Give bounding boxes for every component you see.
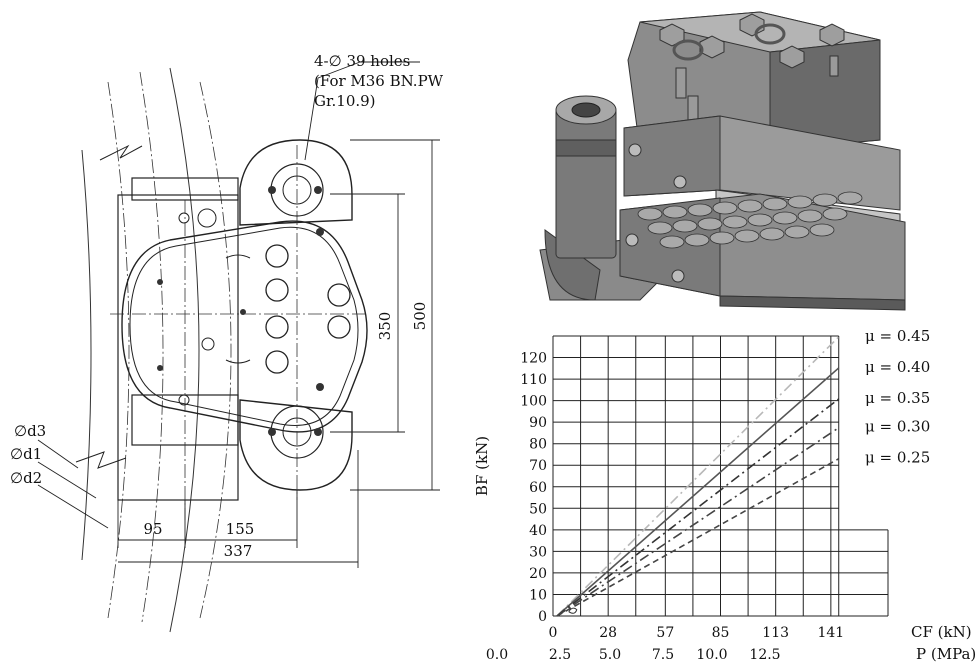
x-tick-label: 0: [549, 625, 558, 641]
dim-350-label: 350: [376, 312, 394, 341]
hole-note-leader-2: [304, 77, 319, 161]
frame-bolt-4: [201, 337, 215, 351]
series-line: [556, 336, 840, 617]
body-pin-4: [316, 228, 324, 236]
diameter-d1-label: ∅d1: [10, 445, 42, 463]
x-tick-label: 113: [762, 625, 789, 641]
y-tick-label: 100: [520, 394, 547, 410]
x2-axis-label: P (MPa): [916, 645, 976, 663]
frame-bolt-1: [197, 208, 217, 228]
hole-note-text-1: 4-∅ 39 holes: [314, 52, 410, 70]
break-symbol-bottom: [75, 451, 127, 469]
series-label: μ = 0.45: [865, 327, 930, 345]
series-label: μ = 0.30: [865, 418, 930, 436]
disc-arc-4: [199, 81, 232, 619]
y-tick-label: 0: [538, 609, 547, 625]
top-lobe: [239, 139, 353, 226]
diameter-d3-label: ∅d3: [14, 422, 46, 440]
series-label: μ = 0.40: [865, 358, 930, 376]
y-tick-label: 60: [529, 480, 547, 496]
x2-tick-label: 2.5: [549, 647, 571, 663]
series-line: [556, 367, 840, 617]
x2-tick-label: 5.0: [599, 647, 621, 663]
dim-337-label: 337: [224, 542, 253, 560]
hole-note-leader: [317, 61, 361, 79]
caliper-3d-render: [539, 11, 906, 311]
chart-series-labels: μ = 0.45 μ = 0.40 μ = 0.35 μ = 0.30 μ = 0.25: [865, 327, 930, 467]
disc-arc-2: [139, 71, 164, 623]
dim-95-label: 95: [143, 520, 162, 538]
mounting-frame: [117, 194, 239, 501]
bottom-pin-left: [268, 428, 276, 436]
series-label: μ = 0.35: [865, 389, 930, 407]
y-tick-label: 20: [529, 566, 547, 582]
dim-155-label: 155: [226, 520, 255, 538]
break-symbol-top: [99, 144, 143, 161]
caliper-body-inner: [129, 226, 359, 426]
dim-500-label: 500: [411, 302, 429, 331]
series-label: μ = 0.25: [865, 449, 930, 467]
x-tick-label: 141: [817, 625, 844, 641]
x-axis-label: CF (kN): [911, 623, 972, 641]
chart-series: [556, 336, 840, 617]
x-tick-label: 57: [656, 625, 674, 641]
disc-arc-3: [169, 67, 200, 633]
top-pin-left: [268, 186, 276, 194]
y-tick-label: 30: [529, 544, 547, 560]
pistons: [265, 244, 351, 374]
y-tick-label: 40: [529, 523, 547, 539]
y-tick-label: 70: [529, 458, 547, 474]
chart-grid: [552, 335, 889, 617]
series-line: [556, 458, 840, 617]
bottom-lobe: [239, 399, 353, 491]
body-pin-1: [157, 279, 163, 285]
x2-tick-label: 12.5: [749, 647, 780, 663]
y-tick-label: 50: [529, 501, 547, 517]
hole-note-text-2: (For M36 BN.PW: [314, 72, 444, 90]
x2-tick-label: 0.0: [486, 647, 508, 663]
x-tick-label: 28: [599, 625, 617, 641]
handle-marks: [225, 254, 251, 364]
origin-marker: [568, 607, 578, 614]
y-tick-label: 110: [520, 372, 547, 388]
y-tick-label: 90: [529, 415, 547, 431]
y-tick-label: 10: [529, 587, 547, 603]
x2-tick-label: 7.5: [652, 647, 674, 663]
series-line: [556, 398, 840, 617]
bf-vs-cf-chart: 0 10 20 30 40 50 60 70 80 90 100 110 120 0 28 57 85 113 14…: [473, 327, 976, 663]
frame-bolt-3: [178, 394, 190, 406]
y-tick-label: 120: [520, 351, 547, 367]
x2-tick-label: 10.0: [696, 647, 727, 663]
body-pin-2: [157, 365, 163, 371]
chart-ticks: 0 10 20 30 40 50 60 70 80 90 100 110 120 0 28 57 85 113 14…: [486, 351, 844, 663]
y-tick-label: 80: [529, 437, 547, 453]
hole-note-text-3: Gr.10.9): [314, 92, 376, 110]
caliper-drawing: [37, 61, 440, 633]
frame-top-lug: [131, 177, 239, 201]
bottom-pin-right: [314, 428, 322, 436]
top-pin-right: [314, 186, 322, 194]
body-pin-5: [316, 383, 324, 391]
disc-arc-5: [81, 149, 92, 561]
x-tick-label: 85: [712, 625, 730, 641]
series-line: [556, 427, 840, 617]
body-pin-3: [240, 309, 246, 315]
frame-bolt-2: [178, 212, 190, 224]
y-axis-label: BF (kN): [473, 436, 491, 496]
diameter-d2-label: ∅d2: [10, 469, 42, 487]
